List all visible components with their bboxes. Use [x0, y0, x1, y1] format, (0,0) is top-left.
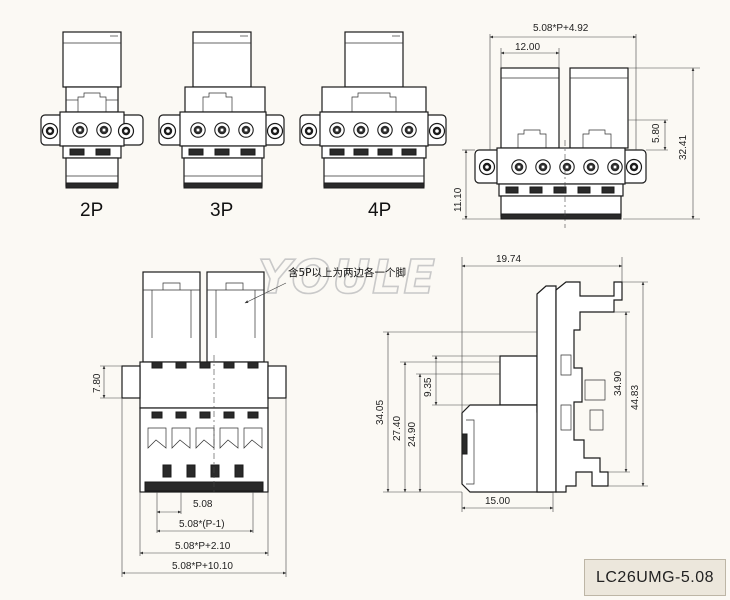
dim-side-h-44-83: 44.83 [630, 385, 641, 410]
connector-4p-view: 4P [299, 31, 447, 221]
variant-4p-label: 4P [368, 200, 391, 221]
dim-side-bottom-width: 15.00 [485, 496, 510, 507]
dimensioned-top-view: 5.08*P+4.92 12.00 32.41 5.80 11.10 [453, 23, 700, 228]
dim-top-width: 5.08*P+4.92 [533, 23, 589, 34]
connector-3p-view: 3P [158, 31, 285, 221]
dim-top-flange: 11.10 [453, 187, 464, 212]
dim-side-h-9-35: 9.35 [423, 377, 434, 397]
dim-front-pitch: 5.08 [193, 499, 213, 510]
dim-top-offset: 5.80 [651, 123, 662, 143]
watermark-logo: YOULE [258, 250, 437, 304]
variant-2p-label: 2P [80, 200, 103, 221]
front-view-pcb: 含5P以上为两边各一个脚 7.80 5.08 5.08*(P-1) 5.08*P… [92, 266, 406, 577]
dim-front-plus-2-10: 5.08*P+2.10 [175, 541, 231, 552]
dim-side-h-27-40: 27.40 [392, 416, 403, 441]
dim-front-plus-10-10: 5.08*P+10.10 [172, 561, 233, 572]
dim-side-h-24-90: 24.90 [407, 422, 418, 447]
variant-3p-label: 3P [210, 200, 233, 221]
dim-front-p-minus-1: 5.08*(P-1) [179, 519, 225, 530]
dim-front-height: 7.80 [92, 373, 103, 393]
dim-top-height: 32.41 [678, 135, 689, 160]
dim-top-pitch-pair: 12.00 [515, 42, 540, 53]
note-two-feet: 含5P以上为两边各一个脚 [288, 266, 406, 279]
dim-side-h-34-90: 34.90 [613, 371, 624, 396]
dim-side-top-width: 19.74 [496, 254, 521, 265]
dim-side-h-34-05: 34.05 [375, 400, 386, 425]
model-label: LC26UMG-5.08 [584, 559, 726, 596]
side-view-din-rail: 19.74 15.00 34.05 27.40 24.90 9.35 34.90… [375, 254, 648, 512]
connector-2p-view: 2P [40, 31, 144, 221]
